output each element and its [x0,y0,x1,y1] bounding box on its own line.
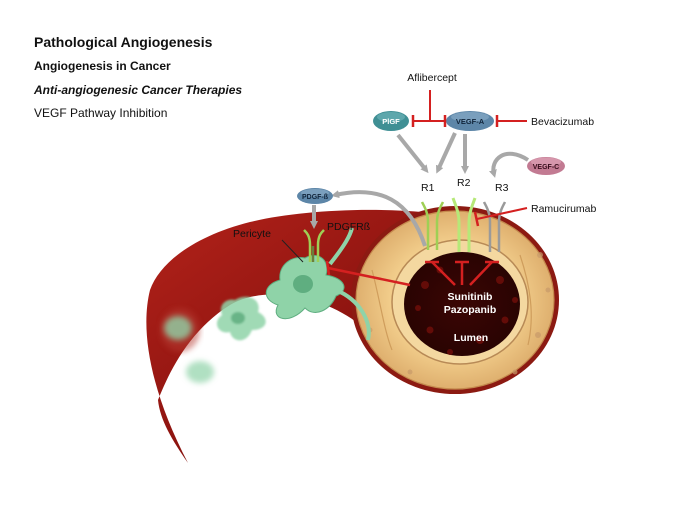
ligand-vegf-a-label: VEGF-A [456,117,485,126]
inhibitor-ramucirumab [476,207,528,220]
subtitle-cancer: Angiogenesis in Cancer [34,59,171,73]
page-title: Pathological Angiogenesis [34,34,213,50]
vessel-cross-section [351,206,559,394]
inhibitor-aflibercept [414,90,444,122]
label-pericyte: Pericyte [233,228,271,240]
pericyte-cell [265,227,371,341]
arrow-plgf-r1 [396,133,429,174]
receptor-pdgfr [303,229,325,262]
label-r1: R1 [421,182,435,194]
binding-arrows [310,132,530,247]
ligand-vegf-c: VEGF-C [527,157,565,175]
subtitle-therapies: Anti-angiogenesic Cancer Therapies [34,83,243,97]
arrow-vegfc-r3 [489,151,530,178]
inhibitor-lines [325,90,528,287]
ligand-plgf: PlGF [373,111,409,131]
ligand-pdgf-b-label: PDGF-ß [302,194,329,201]
label-ramucirumab: Ramucirumab [531,203,597,215]
receptor-r1 [420,201,445,250]
label-bevacizumab: Bevacizumab [531,116,594,128]
subtitle-vegf-inhibition: VEGF Pathway Inhibition [34,106,168,120]
label-aflibercept: Aflibercept [407,72,457,84]
receptor-r3 [482,201,507,252]
pericyte-cell-far [164,316,214,383]
inhibitor-tki-pdgfr [327,266,411,287]
label-pdgfr: PDGFRß [327,221,370,233]
label-r3: R3 [495,182,509,194]
label-r2: R2 [457,177,471,189]
ligand-vegf-a: VEGF-A [446,111,494,131]
inhibitor-tki [431,261,493,286]
ligand-pdgf-b: PDGF-ß [297,188,333,204]
pericyte-cell-blurred [216,296,266,341]
arrow-vegfa-r1 [436,132,457,174]
label-sunitinib: Sunitinib [448,291,493,303]
ligand-vegf-c-label: VEGF-C [533,164,559,171]
pericyte-pointer [281,239,304,263]
arrow-r1-pdgf [331,190,427,247]
label-lumen: Lumen [454,332,488,344]
receptor-r2 [451,197,477,252]
label-pazopanib: Pazopanib [444,304,497,316]
ligand-plgf-label: PlGF [382,117,400,126]
